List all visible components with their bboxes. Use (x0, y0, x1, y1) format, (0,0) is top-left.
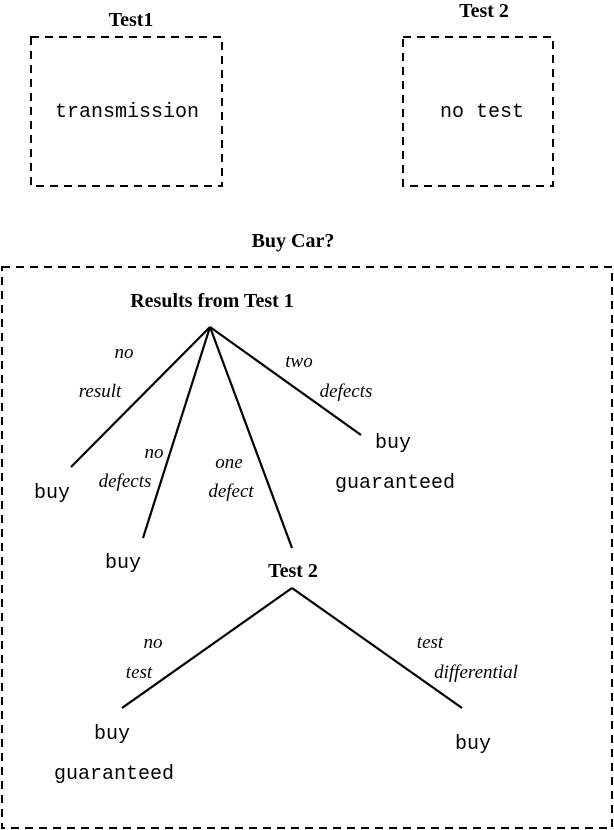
outcome-no-result: buy (34, 482, 70, 505)
outcome-two-defects-1: buy (375, 432, 411, 455)
test2-title: Test 2 (459, 0, 509, 22)
test2-box (402, 36, 554, 187)
edge-no-defects (141, 326, 212, 539)
label-no-defects-1: no (145, 442, 164, 463)
label-one-defect-2: defect (208, 481, 254, 502)
outcome-no-defects: buy (105, 552, 141, 575)
outcome-two-defects-2: guaranteed (335, 472, 455, 495)
edge-test-differential (291, 587, 463, 709)
label-test-differential-2: differential (434, 662, 518, 683)
test2-panel: Test 2 no test (402, 0, 554, 187)
test1-box (30, 36, 223, 187)
label-no-test-2: test (126, 662, 153, 683)
edge-no-result (70, 326, 211, 468)
test1-panel: Test1 transmission (30, 9, 223, 187)
label-no-result-1: no (115, 342, 134, 363)
test1-title: Test1 (109, 9, 154, 31)
outcome-no-test-2: guaranteed (54, 763, 174, 786)
label-one-defect-1: one (215, 452, 242, 473)
edge-two-defects (209, 326, 362, 436)
label-no-test-1: no (144, 632, 163, 653)
buy-car-title: Buy Car? (252, 230, 335, 252)
label-no-defects-2: defects (99, 471, 152, 492)
label-two-defects-1: two (285, 351, 312, 372)
label-two-defects-2: defects (320, 381, 373, 402)
outcome-no-test-1: buy (94, 723, 130, 746)
buy-car-box (1, 266, 613, 829)
label-no-result-2: result (79, 381, 122, 402)
test1-content: transmission (55, 101, 199, 124)
edge-no-test (121, 587, 293, 709)
results-title: Results from Test 1 (130, 290, 294, 312)
outcome-test-differential: buy (455, 733, 491, 756)
subtest-title: Test 2 (268, 560, 318, 582)
test2-content: no test (440, 101, 524, 124)
label-test-differential-1: test (417, 632, 444, 653)
edge-one-defect (208, 326, 294, 549)
